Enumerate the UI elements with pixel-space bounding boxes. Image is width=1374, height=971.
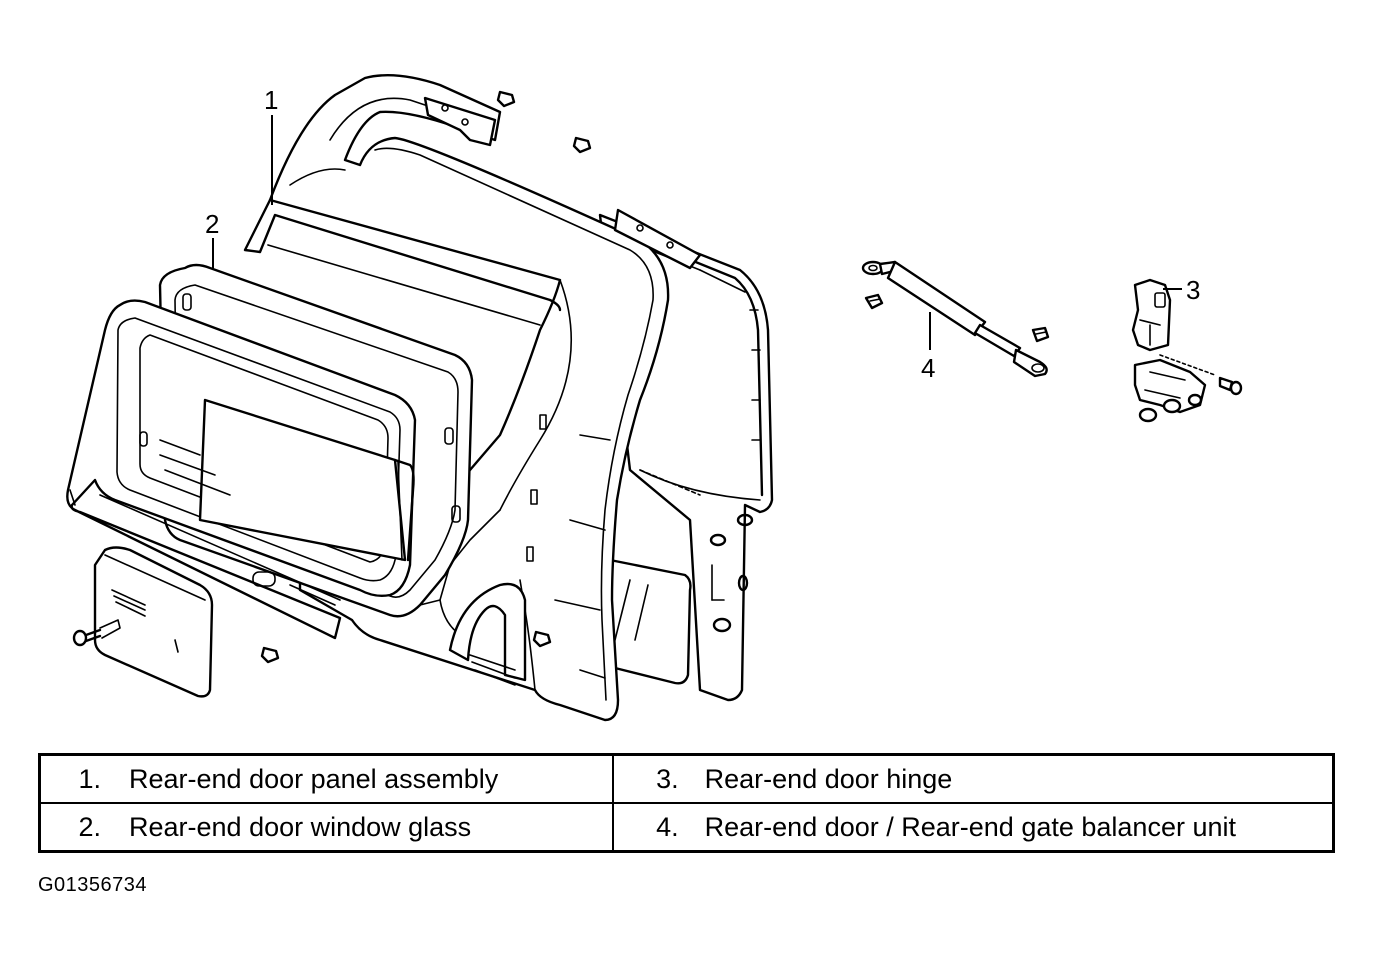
legend-row: 2. Rear-end door window glass 4. Rear-end … bbox=[38, 802, 1335, 853]
figure-id: G01356734 bbox=[38, 874, 148, 896]
callout-2: 2 bbox=[205, 209, 219, 239]
outer-door-frame bbox=[66, 299, 417, 640]
legend-item-label: Rear-end door panel assembly bbox=[129, 763, 499, 794]
lower-trim-cover bbox=[93, 546, 214, 698]
upper-mounting-bracket bbox=[423, 96, 497, 147]
legend-item-number: 3. bbox=[656, 763, 679, 794]
trim-screw bbox=[72, 619, 121, 647]
callout-3: 3 bbox=[1186, 275, 1200, 305]
lower-glass-panel bbox=[603, 558, 692, 685]
legend-row: 1. Rear-end door panel assembly 3. Rear-en… bbox=[38, 753, 1335, 804]
legend-cell: 1. Rear-end door panel assembly bbox=[38, 753, 614, 804]
balancer-unit bbox=[861, 260, 1048, 378]
legend-cell: 2. Rear-end door window glass bbox=[38, 802, 614, 853]
inner-trim-panel bbox=[598, 213, 774, 702]
balancer-nut-left bbox=[864, 293, 884, 310]
clip-1 bbox=[496, 90, 516, 108]
side-mounting-bracket bbox=[613, 208, 702, 270]
callout-1: 1 bbox=[264, 85, 278, 115]
parts-legend-table: 1. Rear-end door panel assembly 3. Rear-en… bbox=[38, 753, 1335, 853]
legend-item-label: Rear-end door window glass bbox=[129, 811, 472, 842]
legend-item-label: Rear-end door / Rear-end gate balancer u… bbox=[704, 811, 1236, 842]
hinge-bolt bbox=[1218, 376, 1243, 396]
rear-door-hinge bbox=[1131, 278, 1216, 423]
legend-item-label: Rear-end door hinge bbox=[704, 763, 953, 794]
balancer-nut-right bbox=[1031, 326, 1050, 343]
legend-item-number: 1. bbox=[78, 763, 101, 794]
clip-3 bbox=[532, 630, 552, 648]
legend-item-number: 4. bbox=[656, 811, 679, 842]
clip-2 bbox=[572, 136, 592, 154]
exploded-parts-diagram: 1 2 3 4 bbox=[66, 74, 1243, 722]
clip-4 bbox=[260, 646, 280, 664]
legend-cell: 3. Rear-end door hinge bbox=[611, 753, 1335, 804]
legend-cell: 4. Rear-end door / Rear-end gate balancer… bbox=[611, 802, 1335, 853]
callout-4: 4 bbox=[921, 353, 935, 383]
legend-item-number: 2. bbox=[78, 811, 101, 842]
